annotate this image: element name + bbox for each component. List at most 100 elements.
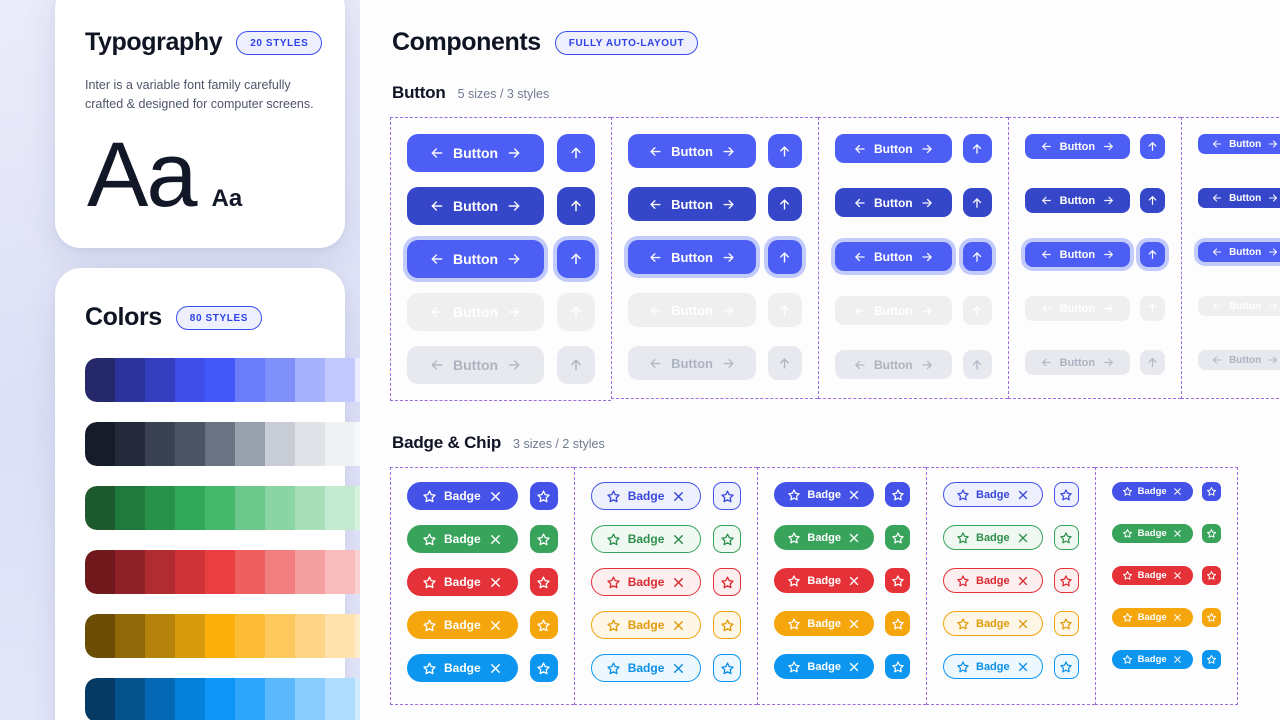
button-lg-default[interactable]: Button: [628, 134, 756, 168]
icon-button-sm-focus[interactable]: [1140, 242, 1166, 267]
badge-solid-red[interactable]: Badge: [1111, 566, 1193, 585]
close-icon[interactable]: [671, 661, 686, 676]
button-lg-hover[interactable]: Button: [628, 187, 756, 221]
color-swatch[interactable]: [205, 358, 235, 402]
color-swatch[interactable]: [115, 678, 145, 720]
badge-solid-green[interactable]: Badge: [774, 525, 874, 550]
close-icon[interactable]: [1172, 528, 1183, 539]
icon-badge-solid-amber[interactable]: [529, 611, 558, 639]
color-swatch[interactable]: [205, 678, 235, 720]
color-swatch[interactable]: [175, 358, 205, 402]
icon-button-lg-pressed[interactable]: [767, 293, 802, 327]
close-icon[interactable]: [847, 574, 861, 588]
auto-layout-badge[interactable]: FULLY AUTO-LAYOUT: [554, 30, 699, 55]
icon-badge-solid-indigo[interactable]: [885, 482, 910, 507]
button-md-pressed[interactable]: Button: [834, 296, 952, 325]
color-swatch[interactable]: [295, 358, 325, 402]
badge-solid-amber[interactable]: Badge: [1111, 608, 1193, 627]
icon-button-xl-default[interactable]: [557, 134, 596, 172]
badge-outline-green[interactable]: Badge: [590, 525, 702, 553]
color-swatch[interactable]: [265, 486, 295, 530]
icon-button-xl-focus[interactable]: [557, 240, 596, 278]
color-swatch[interactable]: [325, 358, 355, 402]
close-icon[interactable]: [1172, 486, 1183, 497]
color-swatch[interactable]: [235, 358, 265, 402]
icon-button-md-focus[interactable]: [962, 242, 992, 271]
color-swatch[interactable]: [145, 422, 175, 466]
icon-badge-outline-indigo[interactable]: [1053, 482, 1079, 507]
badge-outline-red[interactable]: Badge: [590, 568, 702, 596]
icon-badge-outline-red[interactable]: [1053, 568, 1079, 593]
close-icon[interactable]: [1016, 488, 1030, 502]
badge-solid-red[interactable]: Badge: [774, 568, 874, 593]
icon-button-sm-default[interactable]: [1140, 134, 1166, 159]
colors-styles-badge[interactable]: 80 STYLES: [175, 305, 262, 330]
icon-badge-solid-green[interactable]: [1201, 524, 1221, 543]
icon-badge-outline-amber[interactable]: [1053, 611, 1079, 636]
button-sm-focus[interactable]: Button: [1024, 242, 1131, 267]
color-swatch[interactable]: [265, 422, 295, 466]
color-swatch[interactable]: [175, 550, 205, 594]
icon-badge-solid-indigo[interactable]: [529, 482, 558, 510]
badge-solid-amber[interactable]: Badge: [774, 611, 874, 636]
icon-button-xl-pressed[interactable]: [557, 293, 596, 331]
close-icon[interactable]: [488, 661, 503, 676]
button-md-default[interactable]: Button: [834, 134, 952, 163]
badge-solid-amber[interactable]: Badge: [407, 611, 518, 639]
icon-badge-solid-blue[interactable]: [1201, 650, 1221, 669]
color-swatch[interactable]: [85, 358, 115, 402]
icon-badge-solid-amber[interactable]: [885, 611, 910, 636]
badge-solid-blue[interactable]: Badge: [407, 654, 518, 682]
icon-badge-solid-amber[interactable]: [1201, 608, 1221, 627]
badge-solid-green[interactable]: Badge: [1111, 524, 1193, 543]
close-icon[interactable]: [671, 618, 686, 633]
color-swatch[interactable]: [235, 614, 265, 658]
color-swatch[interactable]: [175, 422, 205, 466]
typography-styles-badge[interactable]: 20 STYLES: [236, 30, 323, 55]
color-swatch[interactable]: [325, 486, 355, 530]
color-swatch[interactable]: [115, 422, 145, 466]
close-icon[interactable]: [1016, 617, 1030, 631]
color-swatch[interactable]: [115, 486, 145, 530]
close-icon[interactable]: [488, 489, 503, 504]
close-icon[interactable]: [488, 575, 503, 590]
close-icon[interactable]: [671, 489, 686, 504]
color-swatch[interactable]: [295, 614, 325, 658]
color-swatch[interactable]: [295, 678, 325, 720]
button-xs-hover[interactable]: Button: [1198, 188, 1280, 208]
icon-badge-solid-green[interactable]: [529, 525, 558, 553]
button-xl-pressed[interactable]: Button: [407, 293, 545, 331]
close-icon[interactable]: [1016, 531, 1030, 545]
close-icon[interactable]: [488, 532, 503, 547]
badge-solid-red[interactable]: Badge: [407, 568, 518, 596]
button-xl-hover[interactable]: Button: [407, 187, 545, 225]
icon-button-md-hover[interactable]: [962, 188, 992, 217]
color-swatch[interactable]: [265, 678, 295, 720]
close-icon[interactable]: [1016, 660, 1030, 674]
color-swatch[interactable]: [115, 550, 145, 594]
color-swatch[interactable]: [175, 678, 205, 720]
icon-badge-outline-blue[interactable]: [713, 654, 742, 682]
color-swatch[interactable]: [85, 550, 115, 594]
color-swatch[interactable]: [85, 486, 115, 530]
color-swatch[interactable]: [205, 550, 235, 594]
icon-badge-outline-green[interactable]: [1053, 525, 1079, 550]
close-icon[interactable]: [847, 531, 861, 545]
color-swatch[interactable]: [295, 422, 325, 466]
color-swatch[interactable]: [145, 678, 175, 720]
color-swatch[interactable]: [205, 422, 235, 466]
icon-badge-solid-red[interactable]: [885, 568, 910, 593]
color-swatch[interactable]: [175, 614, 205, 658]
badge-solid-green[interactable]: Badge: [407, 525, 518, 553]
close-icon[interactable]: [1016, 574, 1030, 588]
icon-badge-outline-amber[interactable]: [713, 611, 742, 639]
badge-solid-indigo[interactable]: Badge: [774, 482, 874, 507]
color-swatch[interactable]: [205, 614, 235, 658]
button-md-focus[interactable]: Button: [834, 242, 952, 271]
color-swatch[interactable]: [235, 486, 265, 530]
color-swatch[interactable]: [145, 486, 175, 530]
color-swatch[interactable]: [175, 486, 205, 530]
color-swatch[interactable]: [295, 486, 325, 530]
badge-solid-indigo[interactable]: Badge: [1111, 482, 1193, 501]
button-sm-default[interactable]: Button: [1024, 134, 1131, 159]
